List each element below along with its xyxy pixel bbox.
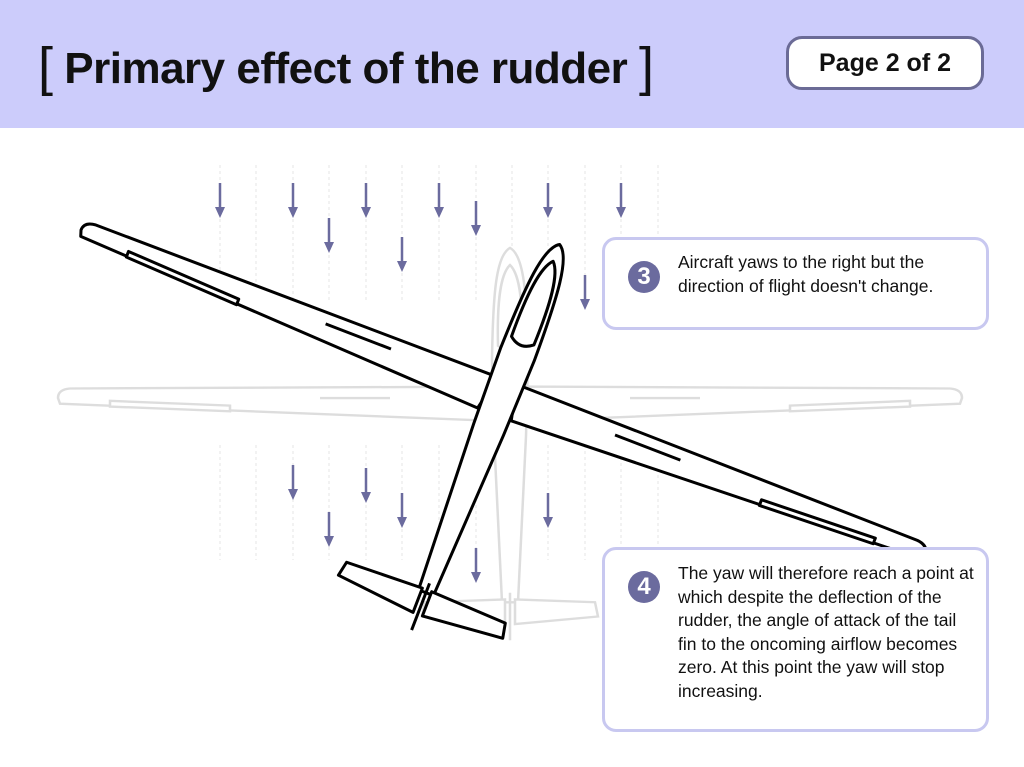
airflow-arrow-icon	[361, 183, 371, 218]
title-text: Primary effect of the rudder	[64, 44, 628, 93]
airflow-arrow-icon	[324, 512, 334, 547]
airflow-arrow-icon	[288, 465, 298, 500]
bracket-open: [	[38, 37, 53, 97]
header-bar: [ Primary effect of the rudder ] Page 2 …	[0, 0, 1024, 128]
step-number-badge: 3	[628, 261, 660, 293]
page-title: [ Primary effect of the rudder ]	[38, 34, 654, 97]
airflow-arrow-icon	[434, 183, 444, 218]
airflow-arrow-icon	[471, 548, 481, 583]
callout-text: The yaw will therefore reach a point at …	[678, 563, 974, 701]
airflow-arrow-icon	[215, 183, 225, 218]
airflow-arrows	[215, 183, 626, 583]
callout-3: 3 Aircraft yaws to the right but the dir…	[602, 237, 989, 330]
callout-text: Aircraft yaws to the right but the direc…	[678, 252, 934, 296]
airflow-arrow-icon	[543, 493, 553, 528]
airflow-arrow-icon	[288, 183, 298, 218]
bracket-close: ]	[639, 37, 654, 97]
step-number-badge: 4	[628, 571, 660, 603]
airflow-arrow-icon	[616, 183, 626, 218]
airflow-arrow-icon	[361, 468, 371, 503]
callout-4: 4 The yaw will therefore reach a point a…	[602, 547, 989, 732]
airflow-arrow-icon	[580, 275, 590, 310]
airflow-arrow-icon	[397, 493, 407, 528]
airflow-arrow-icon	[397, 237, 407, 272]
page-indicator: Page 2 of 2	[786, 36, 984, 90]
airflow-arrow-icon	[471, 201, 481, 236]
airflow-arrow-icon	[543, 183, 553, 218]
airflow-arrow-icon	[324, 218, 334, 253]
